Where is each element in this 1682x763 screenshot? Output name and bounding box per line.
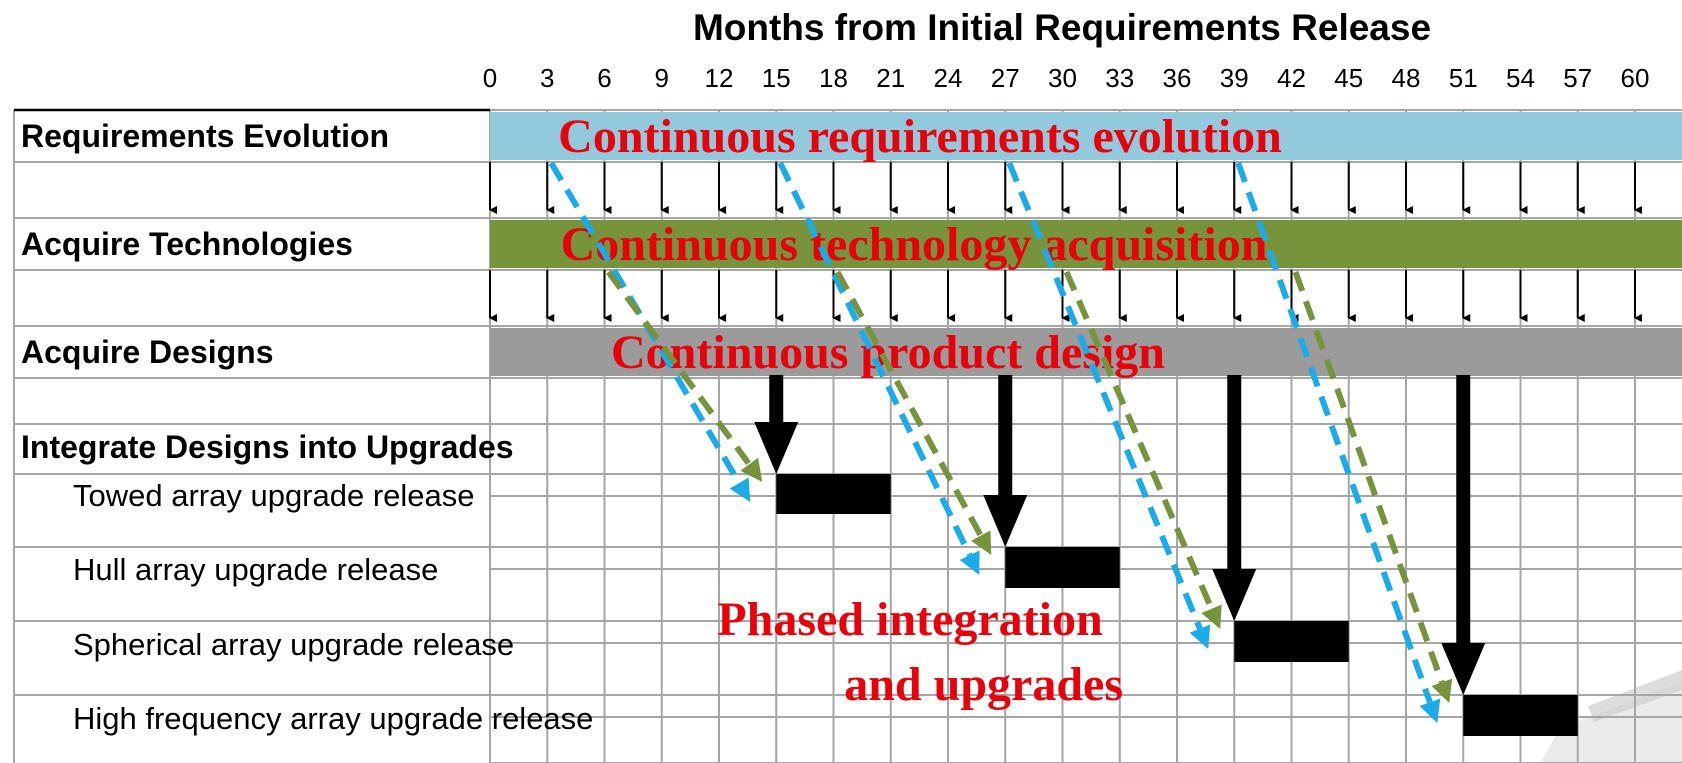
design-flow-arrow-3 bbox=[1212, 375, 1257, 621]
requirements-flow-arrow-3-shaft bbox=[1006, 161, 1203, 630]
annotation-line-1: Phased integration bbox=[717, 593, 1102, 646]
requirements-flow-arrow-4-head bbox=[1419, 698, 1441, 723]
upgrade-bar-1 bbox=[776, 474, 891, 514]
month-tick-9: 9 bbox=[655, 63, 669, 93]
month-tick-36: 36 bbox=[1163, 63, 1192, 93]
phase-label-technologies: Continuous technology acquisition bbox=[561, 218, 1268, 271]
month-tick-18: 18 bbox=[819, 63, 848, 93]
design-flow-arrow-1-shaft bbox=[769, 375, 784, 422]
design-flow-arrow-3-shaft bbox=[1227, 375, 1242, 569]
row-label-7: Spherical array upgrade release bbox=[73, 627, 514, 662]
row-label-4: Integrate Designs into Upgrades bbox=[21, 429, 514, 465]
design-flow-arrow-4-head bbox=[1441, 643, 1486, 695]
month-tick-51: 51 bbox=[1449, 63, 1478, 93]
month-tick-42: 42 bbox=[1277, 63, 1306, 93]
phase-label-requirements: Continuous requirements evolution bbox=[558, 110, 1282, 163]
design-flow-arrow-1-head bbox=[754, 422, 799, 474]
month-tick-48: 48 bbox=[1392, 63, 1421, 93]
row-label-1: Requirements Evolution bbox=[21, 118, 389, 154]
month-tick-24: 24 bbox=[934, 63, 963, 93]
requirements-flow-arrow-4 bbox=[1235, 161, 1441, 723]
upgrade-bar-3 bbox=[1234, 621, 1349, 662]
design-flow-arrow-1 bbox=[754, 375, 799, 474]
technology-flow-arrow-2-head bbox=[971, 530, 992, 555]
technology-flow-arrow-3 bbox=[1063, 270, 1222, 629]
month-tick-12: 12 bbox=[705, 63, 734, 93]
requirements-flow-arrow-1 bbox=[548, 161, 751, 502]
month-tick-0: 0 bbox=[483, 63, 497, 93]
design-flow-arrow-2-shaft bbox=[998, 375, 1013, 495]
month-tick-60: 60 bbox=[1621, 63, 1650, 93]
annotation-line-2: and upgrades bbox=[844, 658, 1123, 711]
technology-flow-arrow-2-shaft bbox=[834, 270, 984, 538]
technology-flow-arrow-1-head bbox=[740, 457, 763, 482]
row-label-3: Acquire Designs bbox=[21, 334, 274, 370]
month-tick-27: 27 bbox=[991, 63, 1020, 93]
design-flow-arrow-2-head bbox=[983, 495, 1028, 547]
month-tick-57: 57 bbox=[1563, 63, 1592, 93]
technology-flow-arrow-4 bbox=[1292, 270, 1453, 703]
technology-flow-arrow-3-head bbox=[1201, 604, 1222, 629]
requirements-flow-arrow-1-head bbox=[729, 477, 751, 502]
month-tick-45: 45 bbox=[1334, 63, 1363, 93]
requirements-flow-arrow-3-head bbox=[1189, 624, 1211, 649]
design-flow-arrow-2 bbox=[983, 375, 1028, 547]
requirements-flow-arrow-4-shaft bbox=[1235, 161, 1433, 704]
technology-flow-arrow-1 bbox=[606, 270, 763, 482]
phase-bar-requirements bbox=[490, 112, 1682, 160]
month-tick-30: 30 bbox=[1048, 63, 1077, 93]
design-flow-arrow-3-head bbox=[1212, 569, 1257, 621]
row-label-5: Towed array upgrade release bbox=[73, 478, 475, 513]
design-flow-arrow-4 bbox=[1441, 375, 1486, 695]
month-tick-21: 21 bbox=[876, 63, 905, 93]
month-tick-3: 3 bbox=[540, 63, 554, 93]
month-tick-15: 15 bbox=[762, 63, 791, 93]
diagram-title: Months from Initial Requirements Release bbox=[693, 7, 1431, 48]
technology-flow-arrow-4-shaft bbox=[1292, 270, 1445, 684]
month-tick-6: 6 bbox=[597, 63, 611, 93]
requirements-flow-arrow-2 bbox=[777, 161, 980, 575]
requirements-flow-arrow-2-head bbox=[959, 550, 980, 575]
requirements-flow-arrow-2-shaft bbox=[777, 161, 973, 557]
month-tick-33: 33 bbox=[1105, 63, 1134, 93]
month-tick-39: 39 bbox=[1220, 63, 1249, 93]
technology-flow-arrow-2 bbox=[834, 270, 992, 555]
design-flow-arrow-4-shaft bbox=[1456, 375, 1471, 643]
technology-flow-arrow-4-head bbox=[1431, 678, 1453, 703]
upgrade-bar-4 bbox=[1463, 695, 1578, 736]
phase-bar-technologies bbox=[490, 220, 1682, 268]
row-label-8: High frequency array upgrade release bbox=[73, 701, 593, 736]
month-tick-54: 54 bbox=[1506, 63, 1535, 93]
technology-flow-arrow-1-shaft bbox=[606, 270, 752, 467]
row-label-2: Acquire Technologies bbox=[21, 226, 353, 262]
requirements-flow-arrow-3 bbox=[1006, 161, 1211, 649]
upgrade-bar-2 bbox=[1005, 547, 1120, 588]
row-label-6: Hull array upgrade release bbox=[73, 552, 438, 587]
